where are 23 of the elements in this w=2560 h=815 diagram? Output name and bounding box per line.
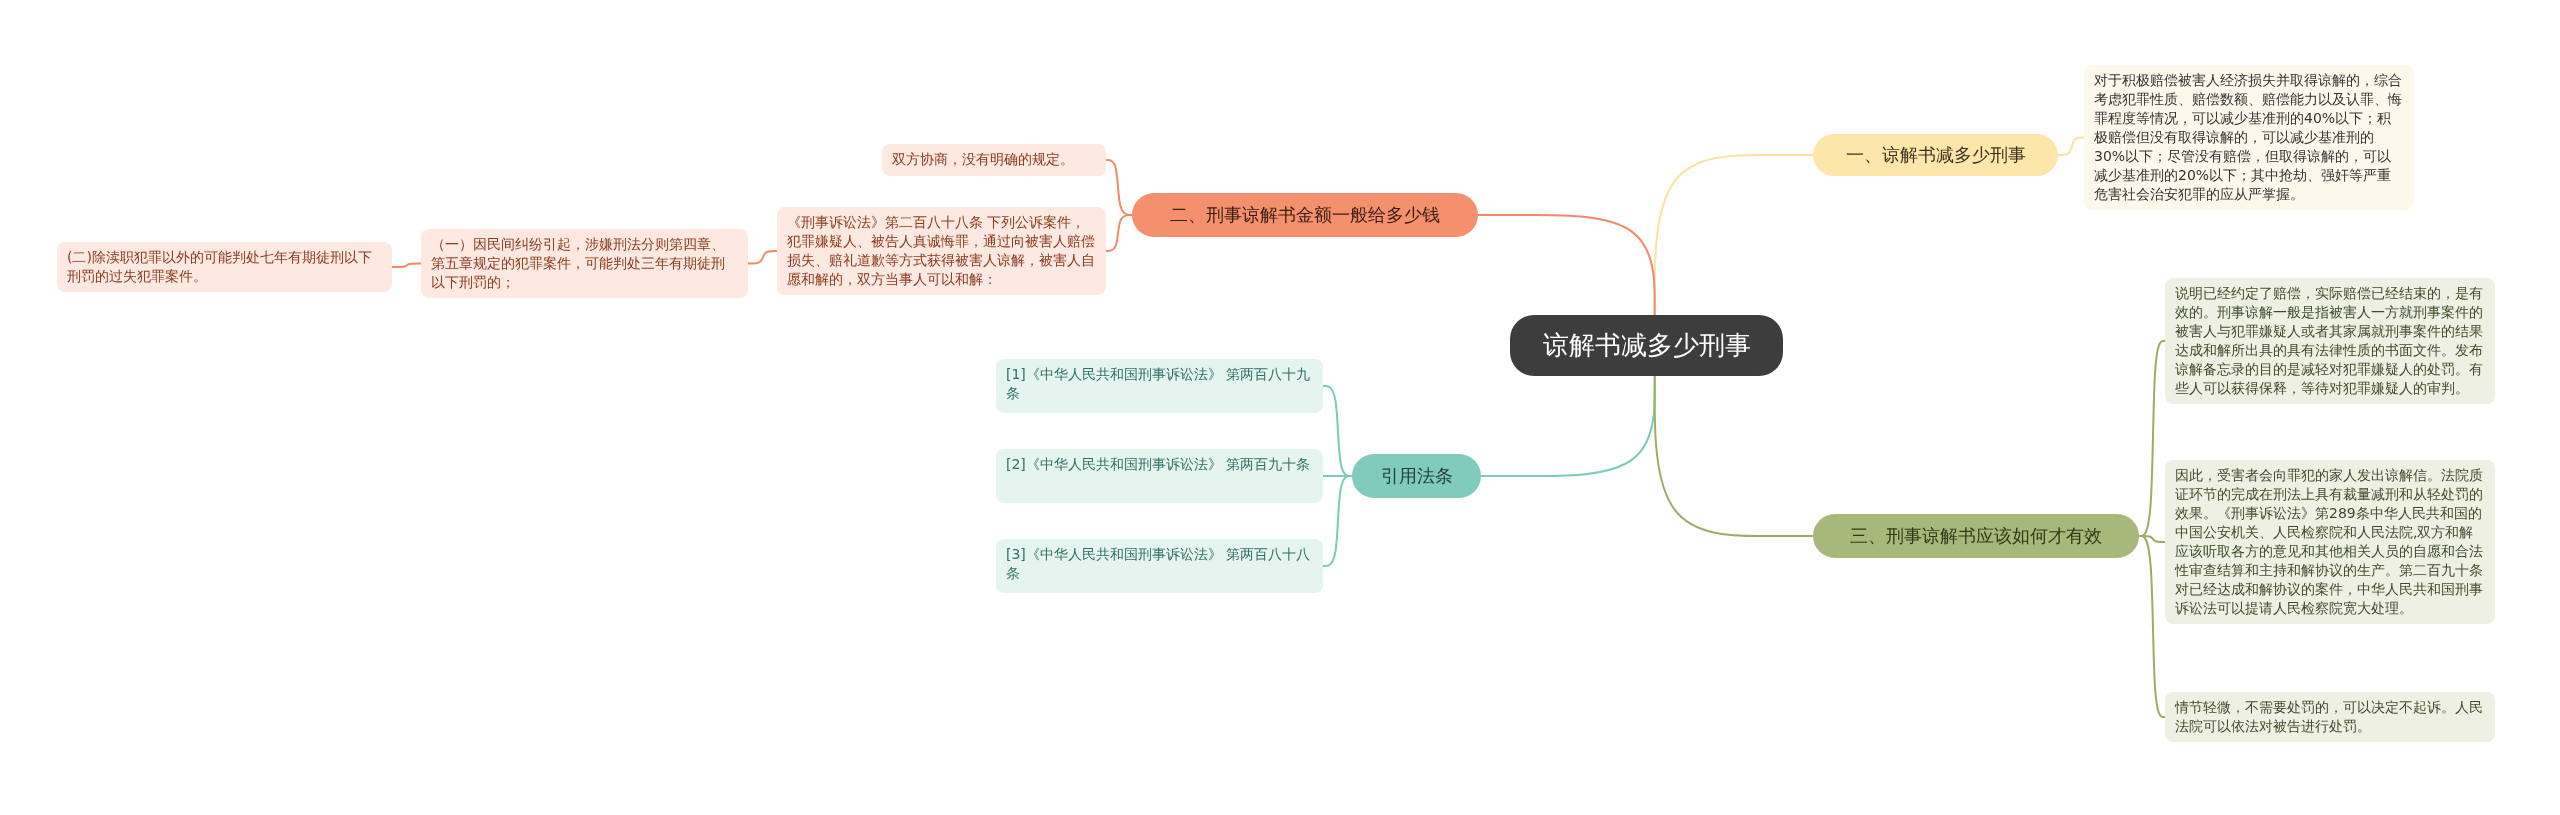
- text-card: 情节轻微，不需要处罚的，可以决定不起诉。人民法院可以依法对被告进行处罚。: [2165, 692, 2495, 742]
- text-card: 《刑事诉讼法》第二百八十八条 下列公诉案件，犯罪嫌疑人、被告人真诚悔罪，通过向被害人赔偿损失、赔礼道歉等方式获得被害人谅解，被害人自愿和解的，双方当事人可以和解：: [777, 207, 1106, 295]
- connector-line: [1477, 214, 1656, 316]
- branch-topic: 三、刑事谅解书应该如何才有效: [1813, 514, 2139, 558]
- connector-line: [2057, 136, 2085, 156]
- text-card: [1]《中华人民共和国刑事诉讼法》 第两百八十九条: [996, 359, 1323, 413]
- text-card: 因此，受害者会向罪犯的家人发出谅解信。法院质证环节的完成在刑法上具有裁量减刑和从轻处罚的效果。《刑事诉讼法》第289条中华人民共和国的中国公安机关、人民检察院和人民法院,双方和解应该听取各方的意见和其他相关人员的自愿和合法性审查结算和主持和解协议的生产。第二百九十条对已经达成和解协议的案件，中华人民共和国刑事诉讼法可以提请人民检察院宽大处理。: [2165, 460, 2495, 624]
- connector-line: [1653, 375, 1814, 537]
- connector-line: [747, 250, 778, 265]
- text-card: （一）因民间纠纷引起，涉嫌刑法分则第四章、第五章规定的犯罪案件，可能判处三年有期徒刑以下刑罚的；: [421, 229, 748, 298]
- text-card: [2]《中华人民共和国刑事诉讼法》 第两百九十条: [996, 449, 1323, 503]
- text-card: 说明已经约定了赔偿，实际赔偿已经结束的，是有效的。刑事谅解一般是指被害人一方就刑事案件的被害人与犯罪嫌疑人或者其家属就刑事案件的结果达成和解所出具的具有法律性质的书面文件。发布谅解备忘录的目的是减轻对犯罪嫌疑人的处罚。有些人可以获得保释，等待对犯罪嫌疑人的审判。: [2165, 278, 2495, 404]
- text-card: 对于积极赔偿被害人经济损失并取得谅解的，综合考虑犯罪性质、赔偿数额、赔偿能力以及认罪、悔罪程度等情况，可以减少基准刑的40%以下；积极赔偿但没有取得谅解的，可以减少基准刑的30%以下；尽管没有赔偿，但取得谅解的，可以减少基准刑的20%以下；其中抢劫、强奸等严重危害社会治安犯罪的应从严掌握。: [2084, 65, 2414, 210]
- connector-line: [1322, 475, 1353, 567]
- central-topic: 谅解书减多少刑事: [1510, 315, 1783, 376]
- connector-line: [2138, 535, 2166, 718]
- branch-topic: 一、谅解书减多少刑事: [1813, 134, 2058, 176]
- text-card: (二)除渎职犯罪以外的可能判处七年有期徒刑以下刑罚的过失犯罪案件。: [57, 242, 392, 292]
- connector-line: [391, 262, 422, 268]
- branch-topic: 二、刑事谅解书金额一般给多少钱: [1132, 193, 1478, 237]
- text-card: [3]《中华人民共和国刑事诉讼法》 第两百八十八条: [996, 539, 1323, 593]
- branch-topic: 引用法条: [1352, 454, 1481, 498]
- text-card: 双方协商，没有明确的规定。: [882, 144, 1106, 176]
